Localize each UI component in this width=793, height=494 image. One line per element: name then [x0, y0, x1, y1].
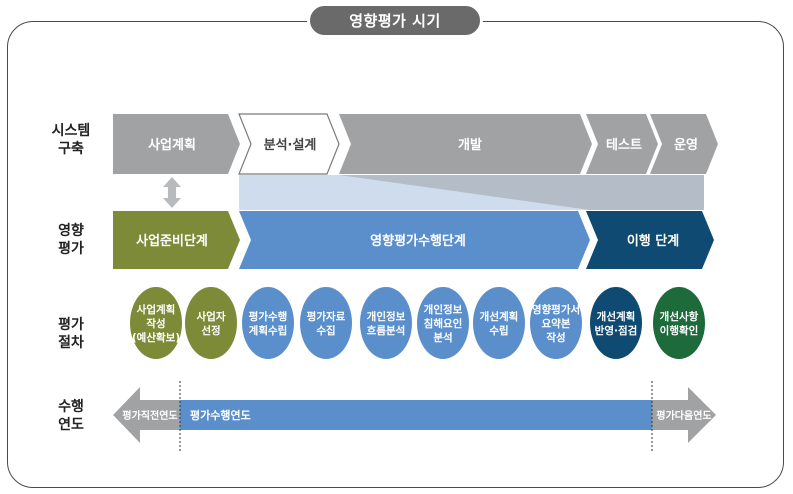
procedure-step	[130, 287, 182, 359]
phase-label: 사업계획	[148, 137, 196, 153]
procedure-step	[417, 287, 469, 359]
stage-label: 영향평가수행단계	[370, 233, 466, 249]
diagram-title: 영향평가 시기	[307, 3, 483, 38]
procedure-step	[590, 287, 642, 359]
row-label-year: 수행 연도	[58, 399, 84, 433]
row-label-system: 시스템 구축	[51, 123, 91, 157]
prev-year-arrow	[113, 387, 180, 443]
next-year-arrow	[652, 387, 716, 443]
year-label-prev: 평가직전연도	[122, 409, 177, 422]
phase-label: 분석·설계	[264, 138, 317, 153]
stage-arrow-preparation	[113, 211, 240, 269]
stage-label: 사업준비단계	[136, 233, 208, 249]
gray-taper	[339, 175, 704, 210]
phase-arrow-business-plan	[113, 114, 240, 174]
procedure-step	[185, 287, 237, 359]
phase-arrow-test	[586, 114, 658, 174]
phase-arrow-operation	[650, 114, 718, 174]
stage-arrow-execution	[239, 211, 590, 269]
stage-arrow-implementation	[586, 211, 714, 269]
procedure-step	[300, 287, 352, 359]
procedure-step	[360, 287, 412, 359]
year-label-next: 평가다음연도	[656, 409, 711, 422]
phase-label: 운영	[674, 138, 698, 153]
stage-label: 이행 단계	[627, 233, 679, 249]
row-label-procedure: 평가 절차	[58, 317, 84, 351]
procedure-step	[530, 287, 582, 359]
double-arrow-icon	[163, 177, 181, 208]
year-label-current: 평가수행연도	[190, 408, 251, 422]
procedure-step	[653, 287, 705, 359]
procedure-step	[473, 287, 525, 359]
phase-label: 테스트	[606, 138, 642, 153]
current-year-bar	[180, 400, 652, 430]
phase-label: 개발	[458, 137, 482, 153]
procedure-step	[242, 287, 294, 359]
phase-arrow-development	[339, 114, 592, 174]
phase-arrow-analysis-design	[238, 113, 340, 175]
row-label-assessment: 영향 평가	[58, 223, 84, 257]
